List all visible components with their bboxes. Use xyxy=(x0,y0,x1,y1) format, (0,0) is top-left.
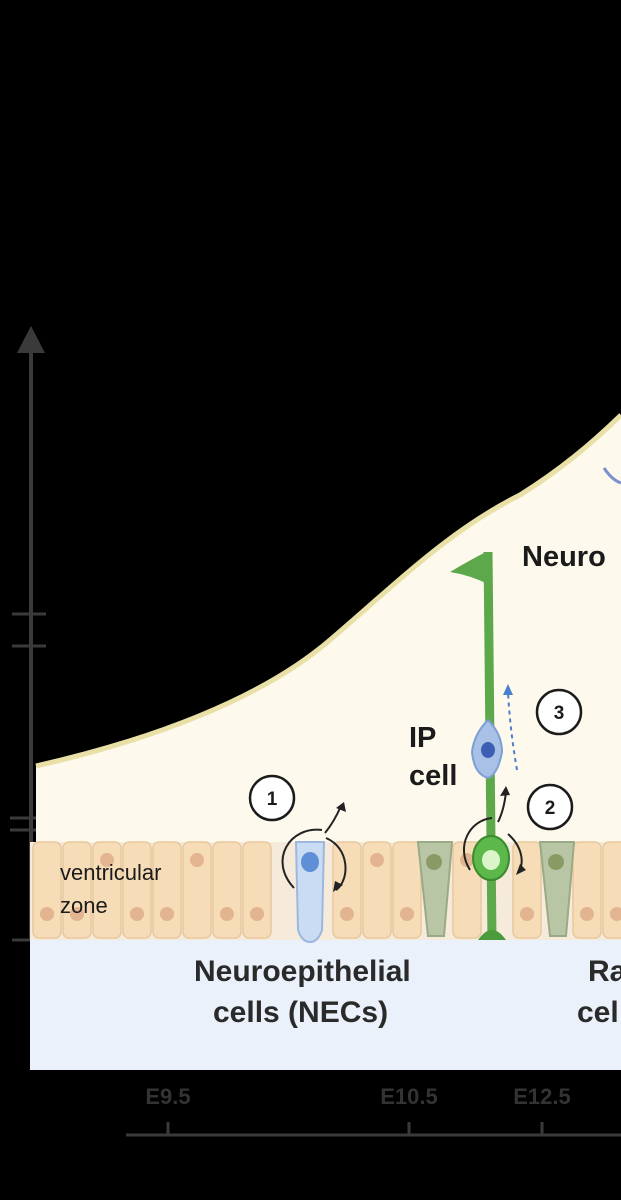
step-2-badge: 2 xyxy=(526,783,574,831)
nec-cell xyxy=(92,841,122,939)
neuron-label: Neuro xyxy=(522,541,606,573)
nec-cell xyxy=(512,841,542,939)
nec-cell xyxy=(572,841,602,939)
nec-nucleus xyxy=(250,907,264,921)
radial-glia-label-line1: Ra xyxy=(588,955,621,988)
neuron-dendrite-fragment xyxy=(602,467,621,485)
necs-label-line2: cells (NECs) xyxy=(213,996,389,1029)
svg-text:3: 3 xyxy=(554,703,565,724)
step-1-badge: 1 xyxy=(248,774,296,822)
ip-cell-label-line1: IP xyxy=(409,722,437,754)
timeline-tick-label: E10.5 xyxy=(380,1084,438,1109)
nec-cell xyxy=(62,841,92,939)
nec-cell xyxy=(602,841,621,939)
ventricular-zone-label-line2: zone xyxy=(60,893,108,918)
timeline-axis: E9.5 E10.5 E12.5 xyxy=(126,1084,621,1137)
ip-cell-label-line2: cell xyxy=(409,760,458,792)
dividing-nec-cell xyxy=(281,802,347,944)
nec-cell xyxy=(392,841,422,939)
nec-nucleus xyxy=(220,907,234,921)
nec-nucleus xyxy=(370,853,384,867)
nec-cell xyxy=(122,841,152,939)
nec-cell xyxy=(182,841,212,939)
nec-nucleus xyxy=(40,907,54,921)
nec-nucleus xyxy=(340,907,354,921)
axis-arrow-icon xyxy=(17,326,45,353)
timeline-tick-label: E9.5 xyxy=(145,1084,190,1109)
radial-glia-cells xyxy=(416,841,576,937)
radial-glia-label-line2: cel xyxy=(577,996,619,1029)
nec-nucleus xyxy=(160,907,174,921)
timeline-tick-label: E12.5 xyxy=(513,1084,571,1109)
nec-nucleus xyxy=(130,907,144,921)
nec-nucleus xyxy=(100,853,114,867)
nec-cell xyxy=(242,841,272,939)
nec-cell-row xyxy=(32,841,621,939)
cortex-tissue xyxy=(36,415,621,940)
ip-cell xyxy=(470,684,518,780)
division-arrow-icon xyxy=(281,828,323,889)
nec-cell xyxy=(32,841,62,939)
ventricle-strip xyxy=(30,938,621,1070)
cortex-surface-line xyxy=(35,413,621,769)
svg-text:2: 2 xyxy=(545,798,556,819)
nec-cell xyxy=(362,841,392,939)
nec-cell xyxy=(212,841,242,939)
ventricular-zone-label-line1: ventricular xyxy=(60,860,162,885)
nec-nucleus xyxy=(70,907,84,921)
nec-nucleus xyxy=(520,907,534,921)
necs-label-line1: Neuroepithelial xyxy=(194,955,411,988)
nec-nucleus xyxy=(580,907,594,921)
nec-nucleus xyxy=(400,907,414,921)
step-3-badge: 3 xyxy=(535,688,583,736)
nec-cell xyxy=(152,841,182,939)
nec-nucleus xyxy=(610,907,621,921)
nec-nucleus xyxy=(190,853,204,867)
svg-text:1: 1 xyxy=(267,789,278,810)
